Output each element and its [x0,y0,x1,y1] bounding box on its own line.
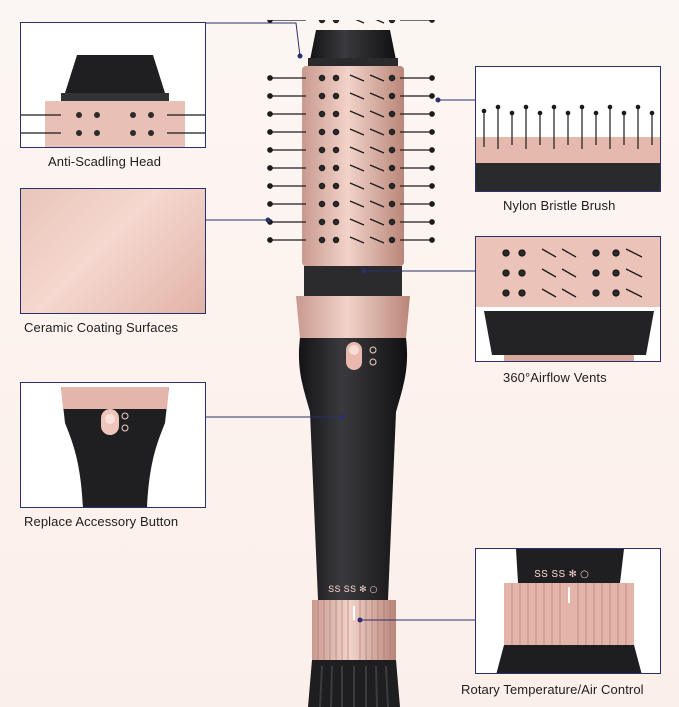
rotary-closeup-image: ՏՏ ՏՏ ✻ ○ [496,549,642,673]
caption-head: Anti-Scadling Head [48,154,162,169]
bristle-closeup-image [476,104,660,191]
head-closeup-image [21,55,205,147]
panel-vents [475,236,661,362]
hot-air-brush: ՏՏ ՏՏ ✻ ○ [267,20,435,707]
vents-closeup-image [476,237,660,361]
svg-text:ՏՏ ՏՏ ✻ ○: ՏՏ ՏՏ ✻ ○ [328,585,378,595]
caption-vents: 360°Airflow Vents [503,370,607,385]
svg-text:ՏՏ ՏՏ ✻ ○: ՏՏ ՏՏ ✻ ○ [534,569,589,580]
panel-ceramic [20,188,206,314]
caption-bristle: Nylon Bristle Brush [503,198,616,213]
panel-head [20,22,206,148]
caption-button: Replace Accessory Button [24,514,179,529]
panel-button [20,382,206,508]
bristle-rows [267,20,435,244]
button-closeup-image [61,387,169,507]
caption-rotary: Rotary Temperature/Air Control [461,682,644,697]
caption-ceramic: Ceramic Coating Surfaces [24,320,179,335]
panel-rotary: ՏՏ ՏՏ ✻ ○ [475,548,661,674]
panel-bristle [475,66,661,192]
